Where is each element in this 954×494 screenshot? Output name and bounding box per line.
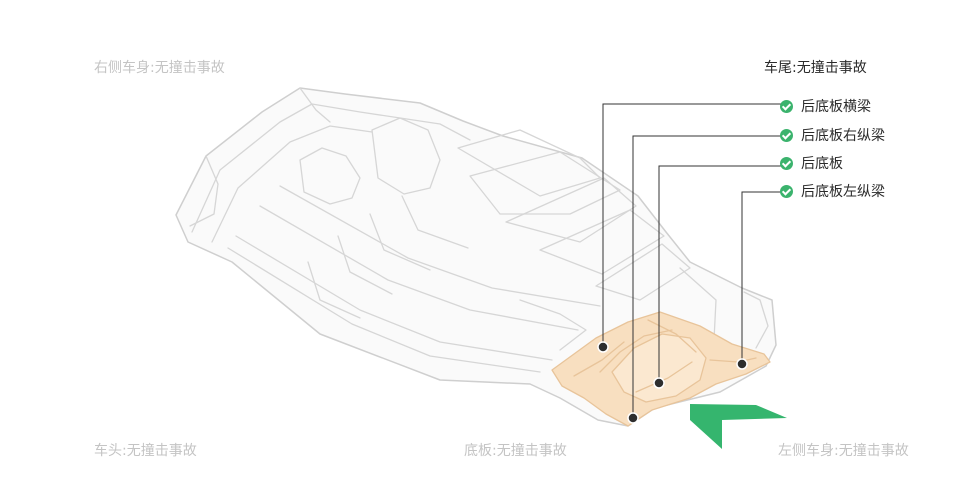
dot-rear-floor-crossmember	[598, 342, 608, 352]
zone-label-front: 车头:无撞击事故	[94, 442, 197, 460]
dot-rear-floor-left-rail	[737, 359, 747, 369]
check-icon	[780, 185, 793, 198]
dot-rear-floor	[654, 378, 664, 388]
part-row: 后底板右纵梁	[780, 125, 885, 145]
part-label: 后底板左纵梁	[801, 181, 885, 201]
part-row: 后底板	[780, 153, 843, 173]
part-row: 后底板左纵梁	[780, 181, 885, 201]
part-label: 后底板右纵梁	[801, 125, 885, 145]
part-label: 后底板	[801, 153, 843, 173]
zone-label-right-side: 右侧车身:无撞击事故	[94, 59, 225, 77]
check-icon	[780, 157, 793, 170]
part-row: 后底板横梁	[780, 96, 871, 116]
view-direction-arrow	[690, 404, 787, 449]
check-icon	[780, 129, 793, 142]
zone-label-left-side: 左侧车身:无撞击事故	[778, 442, 909, 460]
part-label: 后底板横梁	[801, 96, 871, 116]
dot-rear-floor-right-rail	[628, 413, 638, 423]
zone-label-floor: 底板:无撞击事故	[464, 442, 567, 460]
zone-label-rear: 车尾:无撞击事故	[764, 59, 867, 77]
check-icon	[780, 100, 793, 113]
